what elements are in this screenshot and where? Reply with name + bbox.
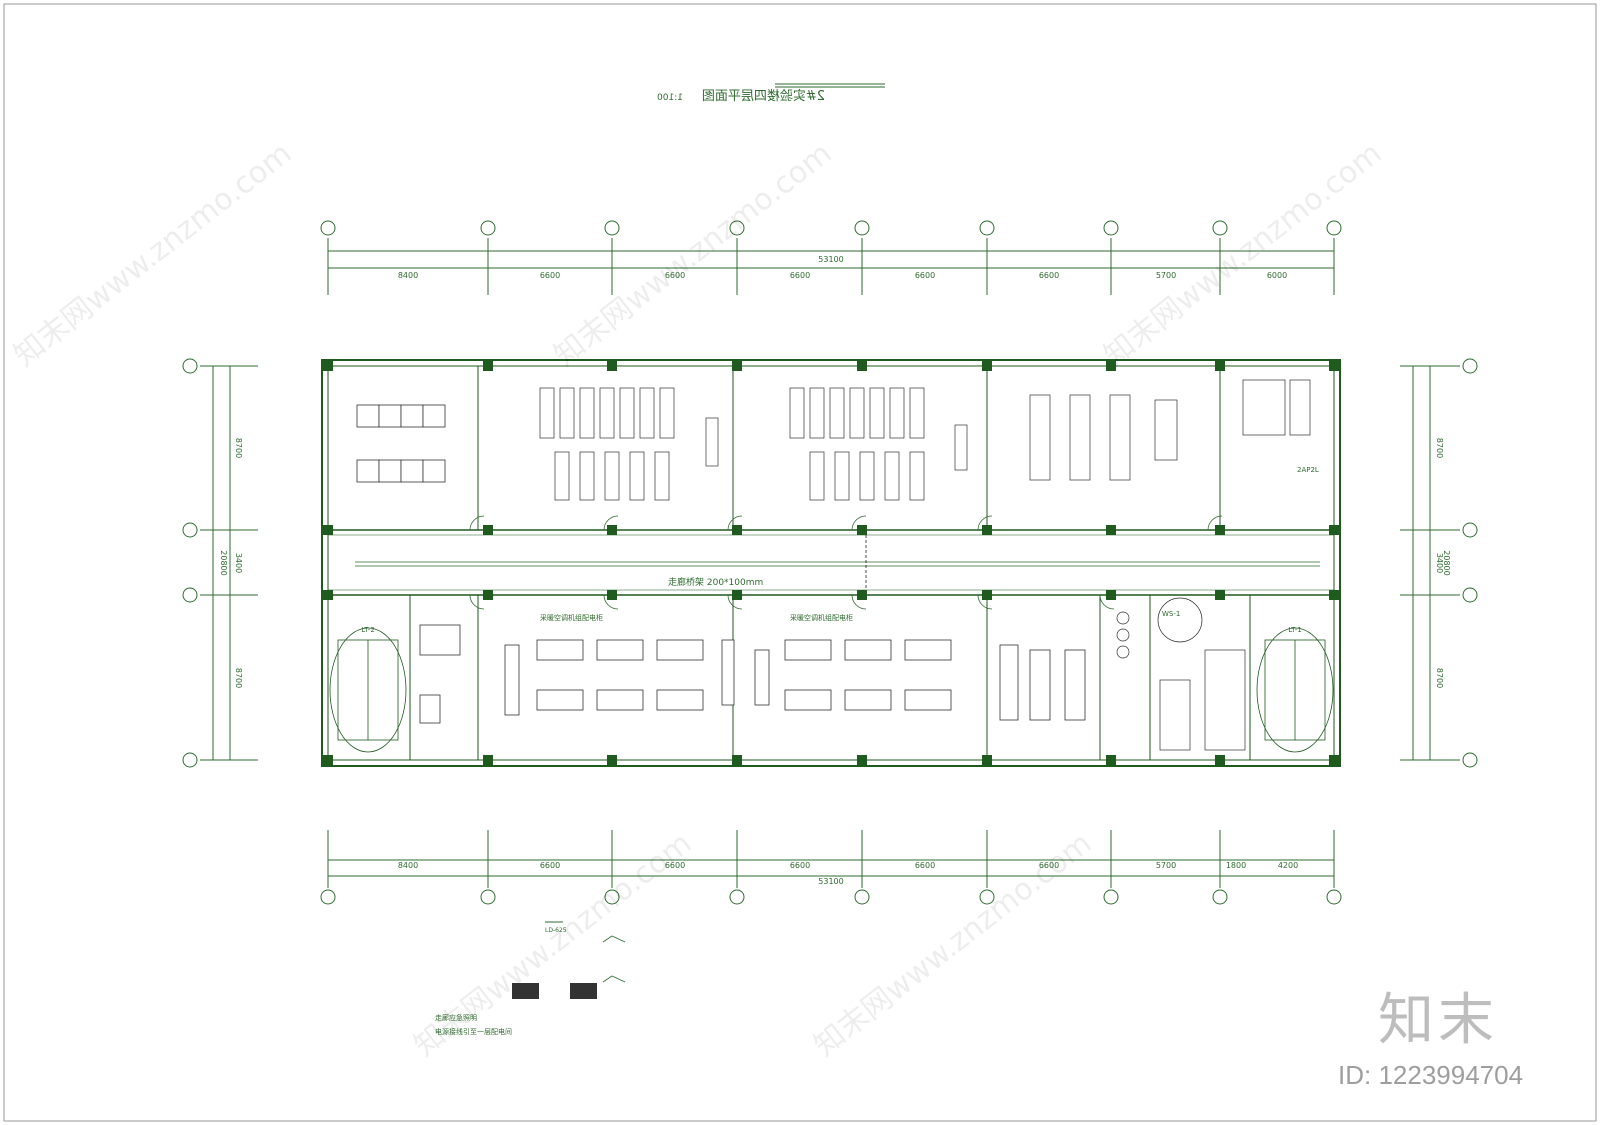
axis-bubbles-bottom: [320, 889, 1342, 905]
dim-bottom-span-7: 5700: [1156, 861, 1176, 870]
dim-right-span-1: 8700: [1435, 438, 1444, 458]
dim-bottom-span-9: 4200: [1278, 861, 1298, 870]
drawing-scale: 1:100: [657, 93, 683, 103]
dim-bottom-span-5: 6600: [915, 861, 935, 870]
axis-bubbles-sides: [182, 358, 1478, 768]
toilet-fixtures: [1116, 597, 1246, 751]
panel-label: 2AP2L: [1297, 466, 1319, 474]
dim-top-span-6: 6600: [1039, 271, 1059, 280]
stair-left: [329, 627, 407, 753]
dim-top-span-5: 6600: [915, 271, 935, 280]
legend-tag: LD-625: [545, 927, 567, 934]
stair-right: [1256, 627, 1334, 753]
dim-left-span-1: 8700: [234, 438, 243, 458]
dim-top-span-7: 5700: [1156, 271, 1176, 280]
dim-bottom-span-4: 6600: [790, 861, 810, 870]
dim-left-span-3: 8700: [234, 668, 243, 688]
dim-top-span-4: 6600: [790, 271, 810, 280]
dim-top-total: 53100: [818, 255, 843, 264]
legend: LD-625 走廊应急照明 电源接线引至一层配电间: [435, 921, 626, 1036]
dim-top-span-1: 8400: [398, 271, 418, 280]
dim-bottom-span-2: 6600: [540, 861, 560, 870]
dim-bottom-total: 53100: [818, 877, 843, 886]
dim-top-span-2: 6600: [540, 271, 560, 280]
dim-bottom-span-8: 1800: [1226, 861, 1246, 870]
dim-left-total: 20800: [219, 550, 228, 575]
sheet-border: [3, 3, 1597, 1122]
dimension-bottom: [327, 830, 1335, 888]
stair-left-label: LT-2: [361, 626, 375, 634]
drawing-id: ID: 1223994704: [1338, 1060, 1524, 1090]
dim-bottom-span-3: 6600: [665, 861, 685, 870]
dim-right-span-3: 8700: [1435, 668, 1444, 688]
stair-right-label: LT-1: [1288, 626, 1302, 634]
dim-top-span-3: 6600: [665, 271, 685, 280]
lab-ac-label-a: 采暖空调机组配电柜: [540, 613, 603, 622]
lab-tables-bottom: [419, 624, 1086, 724]
dim-right-span-2: 3400: [1435, 553, 1444, 573]
dim-top-span-8: 6000: [1267, 271, 1287, 280]
lab-benches-top: [539, 379, 1311, 501]
corridor-cable-tray: [355, 535, 1320, 590]
dim-left-span-2: 3400: [234, 553, 243, 573]
legend-block-1: [512, 983, 539, 999]
dimension-left: [200, 365, 1460, 761]
brand-logo: 知末: [1378, 988, 1498, 1053]
dimension-top: [327, 238, 1335, 295]
legend-note-2: 电源接线引至一层配电间: [435, 1027, 512, 1036]
desks-room-1: [356, 404, 446, 483]
legend-note-1: 走廊应急照明: [435, 1013, 477, 1022]
ws-label: WS-1: [1162, 610, 1180, 618]
dim-bottom-span-1: 8400: [398, 861, 418, 870]
structural-columns: [323, 361, 1339, 765]
cable-tray-label: 走廊桥架 200*100mm: [668, 576, 763, 588]
dim-right-total: 20800: [1442, 550, 1451, 575]
legend-block-2: [570, 983, 597, 999]
lab-ac-label-b: 采暖空调机组配电柜: [790, 613, 853, 622]
drawing-title-text: 2#实验楼四层平面图: [702, 88, 825, 104]
axis-bubbles-top: [320, 220, 1342, 236]
building-outline: [321, 359, 1341, 767]
dim-bottom-span-6: 6600: [1039, 861, 1059, 870]
door-swings: [469, 515, 1223, 610]
drawing-title: 2#实验楼四层平面图 1:100: [657, 88, 825, 104]
